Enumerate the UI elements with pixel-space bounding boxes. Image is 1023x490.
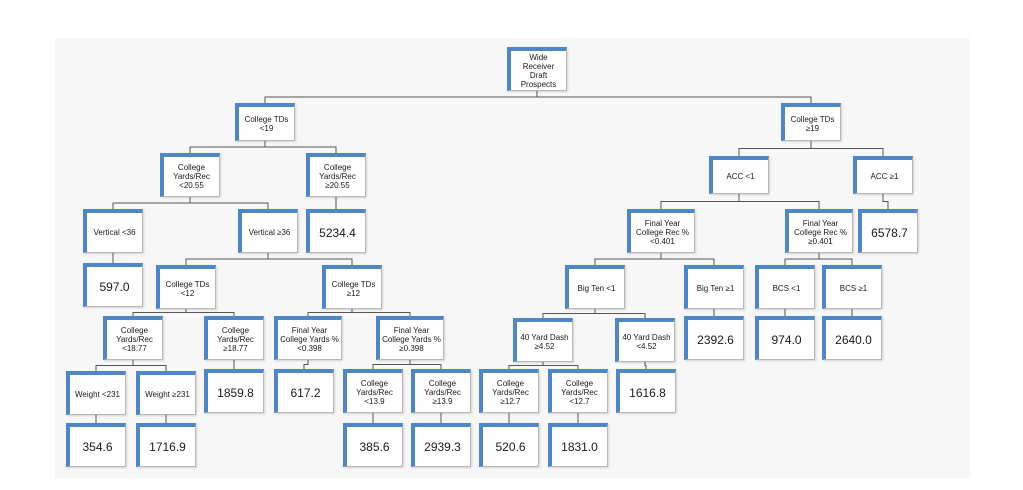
- split-yards-rec-ge1877: College Yards/Rec ≥18.77: [204, 316, 264, 360]
- leaf-1616-8: 1616.8: [616, 369, 676, 413]
- edge-split-40-yard-dash-ge452-to-split-yards-rec-lt127: [542, 362, 579, 369]
- edge-split-yards-rec-lt2055-to-split-vertical-lt36: [112, 197, 191, 209]
- edge-split-college-tds-lt12-to-split-yards-rec-ge1877: [185, 309, 235, 316]
- leaf-6578-7: 6578.7: [858, 209, 918, 253]
- edge-split-college-tds-lt19-to-split-yards-rec-ge2055: [264, 141, 337, 153]
- edge-split-big-ten-lt1-to-split-40-yard-dash-lt452: [594, 309, 646, 318]
- edge-split-vertical-ge36-to-split-college-tds-lt12: [185, 253, 269, 265]
- split-yards-rec-ge2055: College Yards/Rec ≥20.55: [306, 153, 366, 197]
- split-college-tds-ge19: College TDs ≥19: [781, 103, 841, 141]
- edge-split-40-yard-dash-ge452-to-split-yards-rec-ge127: [508, 362, 544, 369]
- edge-split-final-year-rec-ge0401-to-split-bcs-lt1: [784, 253, 820, 265]
- leaf-597-0: 597.0: [83, 263, 143, 307]
- split-yards-rec-lt2055: College Yards/Rec <20.55: [160, 153, 220, 197]
- leaf-974-0: 974.0: [755, 316, 815, 360]
- leaf-385-6: 385.6: [343, 423, 403, 467]
- split-big-ten-ge1: Big Ten ≥1: [684, 265, 744, 309]
- split-acc-ge1: ACC ≥1: [853, 156, 913, 194]
- leaf-1859-8: 1859.8: [204, 369, 264, 413]
- edge-root-node-to-split-college-tds-ge19: [536, 91, 812, 103]
- edge-split-college-tds-lt12-to-split-yards-rec-lt1877: [132, 309, 187, 316]
- edge-split-yards-rec-lt2055-to-split-vertical-ge36: [189, 197, 269, 209]
- edge-split-final-year-yards-ge0398-to-split-yards-rec-lt139: [372, 360, 411, 369]
- edge-split-college-tds-ge12-to-split-final-year-yards-lt0398: [307, 309, 353, 316]
- edge-split-final-year-rec-lt0401-to-split-big-ten-lt1: [594, 253, 662, 265]
- split-weight-ge231: Weight ≥231: [136, 371, 196, 415]
- edge-split-final-year-yards-lt0398-to-leaf-617-2: [303, 360, 309, 369]
- split-bcs-lt1: BCS <1: [755, 265, 815, 309]
- split-acc-lt1: ACC <1: [709, 156, 769, 194]
- edge-split-final-year-rec-lt0401-to-split-big-ten-ge1: [660, 253, 715, 265]
- split-final-year-rec-lt0401: Final Year College Rec % <0.401: [627, 209, 695, 253]
- leaf-354-6: 354.6: [66, 423, 126, 467]
- edge-split-final-year-yards-ge0398-to-split-yards-rec-ge139: [409, 360, 442, 369]
- leaf-1831-0: 1831.0: [548, 423, 608, 467]
- edge-split-yards-rec-lt1877-to-split-weight-lt231: [95, 360, 134, 371]
- edge-split-acc-ge1-to-leaf-6578-7: [882, 194, 889, 209]
- edge-split-college-tds-ge19-to-split-acc-ge1: [810, 141, 884, 156]
- split-yards-rec-lt1877: College Yards/Rec <18.77: [103, 316, 163, 360]
- edge-root-node-to-split-college-tds-lt19: [264, 91, 538, 103]
- split-40-yard-dash-lt452: 40 Yard Dash <4.52: [615, 318, 675, 362]
- leaf-2392-6: 2392.6: [684, 316, 744, 360]
- edge-split-yards-rec-lt1877-to-split-weight-ge231: [132, 360, 167, 371]
- split-big-ten-lt1: Big Ten <1: [565, 265, 625, 309]
- split-40-yard-dash-ge452: 40 Yard Dash ≥4.52: [513, 318, 573, 362]
- leaf-2640-0: 2640.0: [822, 316, 882, 360]
- leaf-5234-4: 5234.4: [306, 209, 366, 253]
- edge-split-college-tds-lt19-to-split-yards-rec-lt2055: [189, 141, 266, 153]
- split-college-tds-lt19: College TDs <19: [235, 103, 295, 141]
- split-yards-rec-ge139: College Yards/Rec ≥13.9: [411, 369, 471, 413]
- edge-split-vertical-ge36-to-split-college-tds-ge12: [267, 253, 353, 265]
- split-yards-rec-ge127: College Yards/Rec ≥12.7: [479, 369, 539, 413]
- split-final-year-yards-lt0398: Final Year College Yards % <0.398: [274, 316, 342, 360]
- edge-split-final-year-rec-ge0401-to-split-bcs-ge1: [818, 253, 853, 265]
- edge-split-acc-lt1-to-split-final-year-rec-lt0401: [660, 194, 740, 209]
- leaf-520-6: 520.6: [479, 423, 539, 467]
- split-yards-rec-lt127: College Yards/Rec <12.7: [548, 369, 608, 413]
- split-final-year-yards-ge0398: Final Year College Yards % ≥0.398: [376, 316, 444, 360]
- split-vertical-ge36: Vertical ≥36: [238, 209, 298, 253]
- split-college-tds-ge12: College TDs ≥12: [322, 265, 382, 309]
- root-node: Wide Receiver Draft Prospects: [507, 47, 567, 91]
- split-weight-lt231: Weight <231: [66, 371, 126, 415]
- split-bcs-ge1: BCS ≥1: [822, 265, 882, 309]
- split-college-tds-lt12: College TDs <12: [156, 265, 216, 309]
- edge-split-acc-lt1-to-split-final-year-rec-ge0401: [738, 194, 820, 209]
- split-final-year-rec-ge0401: Final Year College Rec % ≥0.401: [785, 209, 853, 253]
- edge-split-college-tds-ge12-to-split-final-year-yards-ge0398: [351, 309, 411, 316]
- edge-split-big-ten-lt1-to-split-40-yard-dash-ge452: [542, 309, 596, 318]
- split-vertical-lt36: Vertical <36: [83, 209, 143, 253]
- split-yards-rec-lt139: College Yards/Rec <13.9: [343, 369, 403, 413]
- leaf-1716-9: 1716.9: [136, 423, 196, 467]
- edge-split-40-yard-dash-lt452-to-leaf-1616-8: [644, 362, 647, 369]
- leaf-2939-3: 2939.3: [411, 423, 471, 467]
- leaf-617-2: 617.2: [274, 369, 334, 413]
- edge-split-college-tds-ge19-to-split-acc-lt1: [738, 141, 812, 156]
